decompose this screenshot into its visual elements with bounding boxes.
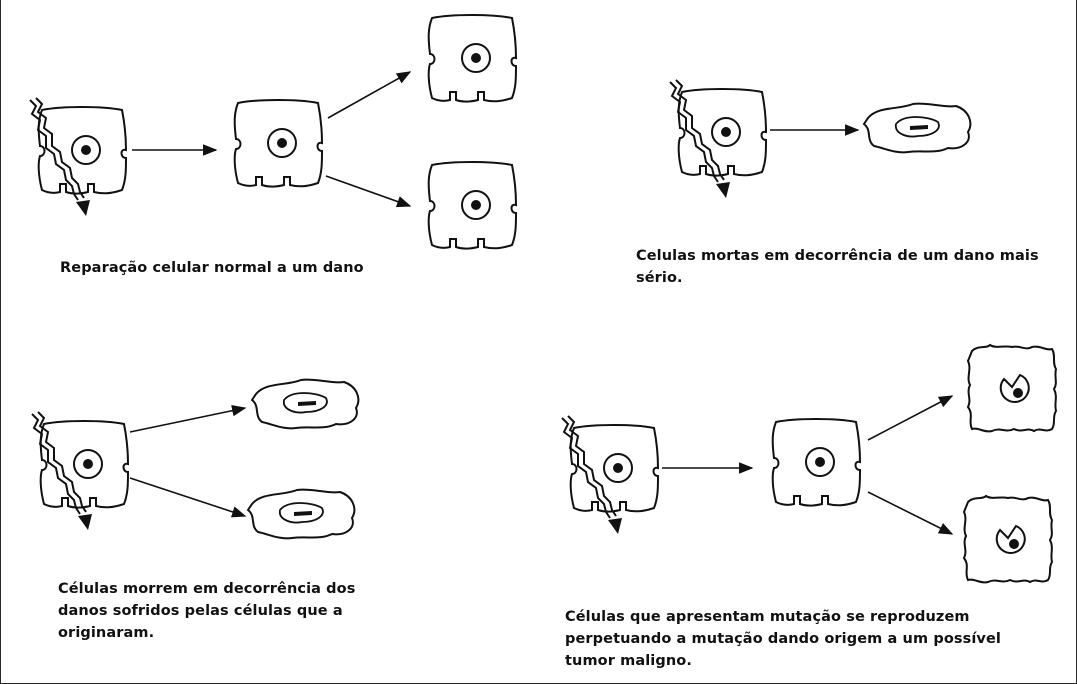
panel-normal-repair: [30, 14, 517, 250]
caption-normal-repair: Reparação celular normal a um dano: [60, 260, 364, 276]
panel-mutation: [562, 344, 1057, 584]
caption-dead-cells: Celulas mortas em decorrência de um dano…: [636, 248, 1039, 286]
panel-cells-die: [32, 378, 360, 540]
panel-dead-cells: [670, 80, 972, 198]
caption-mutation: Células que apresentam mutação se reprod…: [565, 609, 1001, 669]
caption-cells-die: Células morrem em decorrência dos danos …: [58, 581, 356, 641]
